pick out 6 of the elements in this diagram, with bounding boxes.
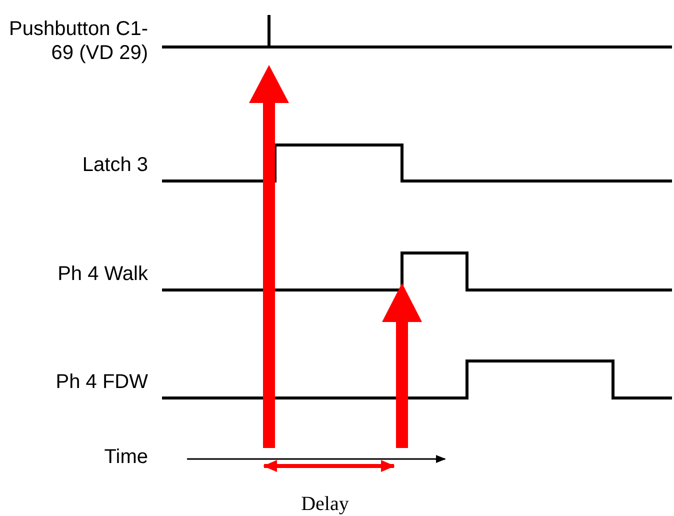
signal-label: Ph 4 FDW [54,370,148,394]
dimension-label: Delay [300,492,350,516]
signal-label: Ph 4 Walk [56,262,148,286]
signal-label: Pushbutton C1-69 (VD 29) [8,17,148,65]
axis-label: Time [103,445,148,469]
signal-label: Latch 3 [81,153,148,177]
